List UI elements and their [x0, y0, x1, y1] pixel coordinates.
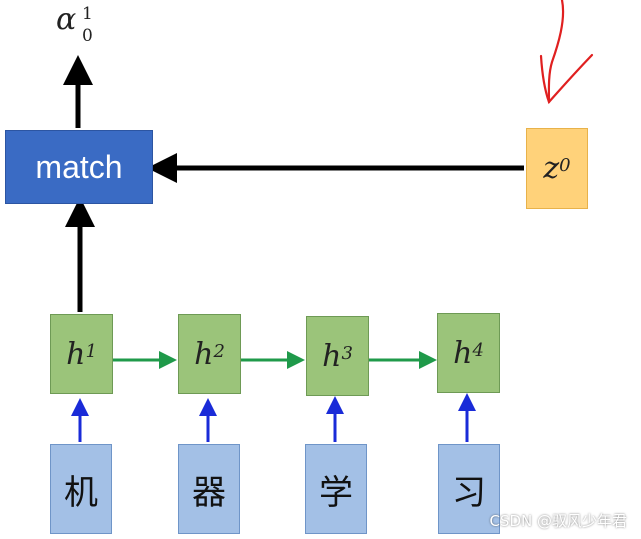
watermark: CSDN @驭风少年君 [489, 512, 627, 530]
input-char-3-label: 学 [319, 472, 353, 513]
h3-symbol: h [322, 338, 342, 374]
h1-symbol: h [66, 336, 86, 372]
input-char-3: 学 [305, 444, 367, 534]
input-char-4: 习 [438, 444, 500, 534]
match-label: match [35, 148, 123, 185]
h1-superscript: 1 [85, 340, 97, 362]
output-alpha-label: α 1 0 [56, 2, 116, 52]
alpha-superscript: 1 [82, 4, 93, 24]
input-char-1-label: 机 [64, 472, 98, 513]
h2-symbol: h [194, 336, 214, 372]
h4-superscript: 4 [472, 339, 484, 361]
red-annotation-arrowhead [539, 53, 594, 105]
h3-superscript: 3 [341, 342, 353, 364]
input-char-2-label: 器 [192, 472, 226, 513]
alpha-symbol: α [56, 2, 77, 37]
input-char-2: 器 [178, 444, 240, 534]
h4-symbol: h [453, 335, 473, 371]
input-char-4-label: 习 [452, 472, 486, 513]
z-symbol: z [543, 151, 560, 186]
input-char-1: 机 [50, 444, 112, 534]
h2-superscript: 2 [213, 340, 225, 362]
z-superscript: 0 [559, 155, 571, 177]
alpha-subscript: 0 [82, 26, 93, 46]
match-box: match [5, 130, 153, 204]
red-annotation-arrow [547, 0, 565, 104]
